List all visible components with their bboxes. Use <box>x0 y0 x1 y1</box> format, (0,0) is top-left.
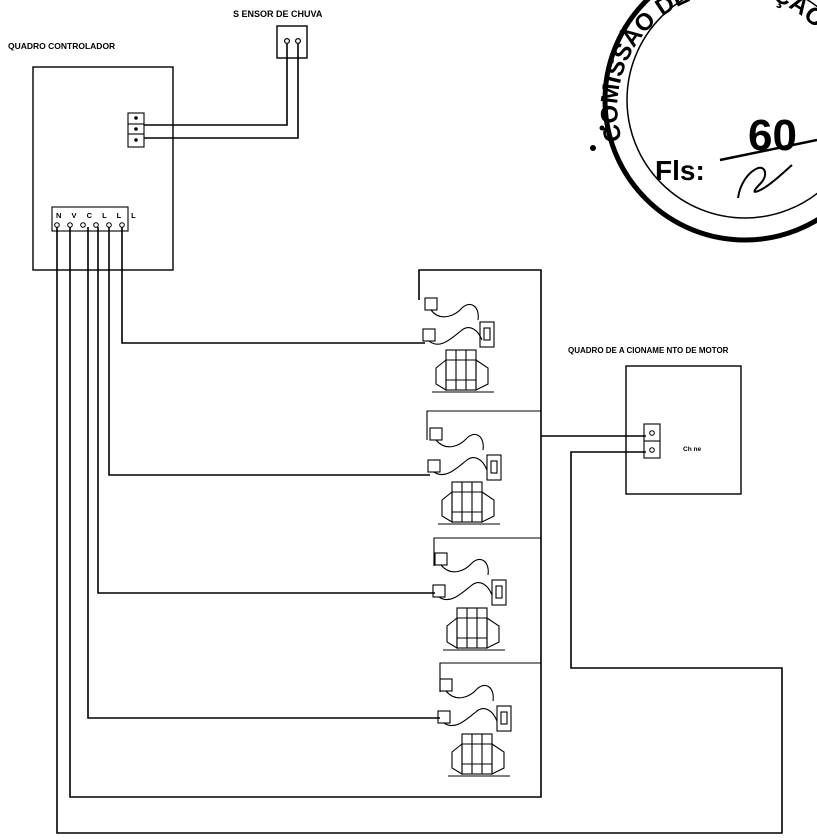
controller-terminal-strip: N V C L L L <box>51 206 140 232</box>
stamp-sheet-label: Fls: <box>655 155 705 186</box>
valve-1 <box>422 297 495 393</box>
rain-sensor <box>276 25 308 59</box>
stamp-signature-icon <box>737 164 793 199</box>
valve-3 <box>432 552 507 651</box>
motor-panel <box>625 365 742 495</box>
controller-title: QUADRO CONTROLADOR <box>8 41 115 51</box>
official-stamp: COMISSÃO DE LICITAÇÃO 60 Fls: <box>590 0 817 243</box>
motor-terminal-block <box>643 423 661 459</box>
valve-2 <box>427 427 502 525</box>
valve-4 <box>437 678 512 777</box>
motor-panel-title: QUADRO DE A CIONAME NTO DE MOTOR <box>568 346 729 355</box>
motor-terminal-note: Ch ne <box>683 446 701 453</box>
sensor-title: S ENSOR DE CHUVA <box>233 9 323 19</box>
terminal-labels: N V C L L L <box>56 211 140 220</box>
controller-panel <box>32 66 174 271</box>
sensor-terminal-block <box>127 112 145 148</box>
